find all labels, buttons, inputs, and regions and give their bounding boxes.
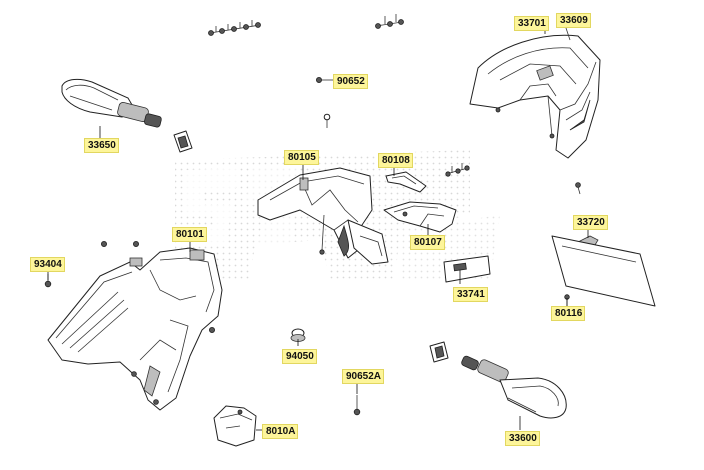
label-33701: 33701 — [514, 16, 549, 31]
cover-8010A — [213, 405, 257, 447]
label-33650: 33650 — [84, 138, 119, 153]
screw-90652 — [315, 77, 333, 128]
tail-light-assembly — [469, 21, 601, 159]
screw-90652A — [353, 395, 361, 416]
holder-80107 — [383, 201, 457, 233]
screw-set-top-left — [208, 20, 261, 36]
label-33741: 33741 — [453, 287, 488, 302]
label-33720: 33720 — [573, 215, 608, 230]
label-33609: 33609 — [556, 13, 591, 28]
label-80116: 80116 — [551, 306, 586, 321]
clip-93404 — [44, 274, 52, 288]
rear-fender-80101 — [47, 240, 223, 411]
label-80107: 80107 — [410, 235, 445, 250]
grommet-94050 — [290, 328, 306, 342]
bracket-80108 — [385, 163, 470, 193]
leader-lines — [47, 23, 589, 431]
label-33600: 33600 — [505, 431, 540, 446]
label-90652A: 90652A — [342, 369, 385, 384]
turn-signal-rear-right — [429, 341, 567, 419]
label-90652: 90652 — [333, 74, 368, 89]
screw-set-top-center — [375, 14, 404, 29]
turn-signal-rear-left — [61, 78, 193, 153]
label-80105: 80105 — [284, 150, 319, 165]
label-80108: 80108 — [378, 153, 413, 168]
label-8010A: 8010A — [262, 424, 299, 439]
rear-bracket — [257, 167, 389, 265]
plate-light-33741 — [443, 255, 491, 283]
label-80101: 80101 — [172, 227, 207, 242]
label-94050: 94050 — [282, 349, 317, 364]
label-93404: 93404 — [30, 257, 65, 272]
reflector-33720 — [551, 235, 656, 307]
